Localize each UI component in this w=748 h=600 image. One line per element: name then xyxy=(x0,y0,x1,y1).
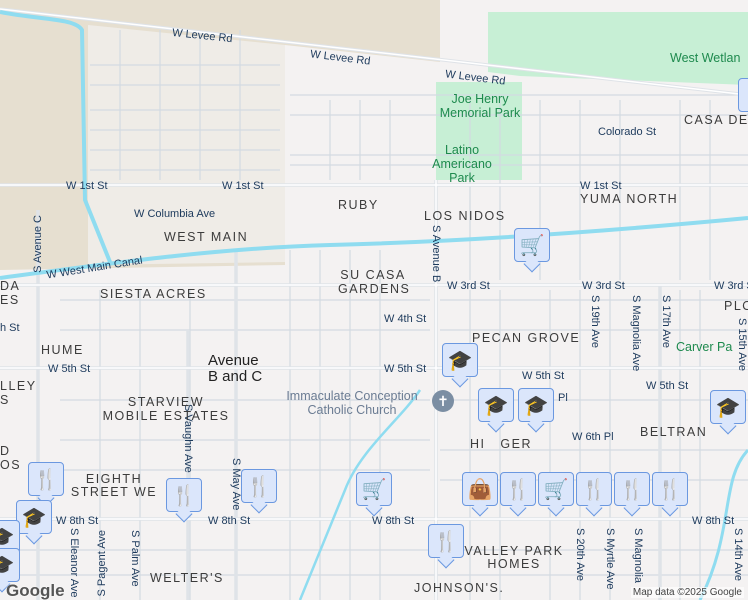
neighborhood-label: OS xyxy=(0,458,22,472)
church-label[interactable]: Immaculate Conception Catholic Church xyxy=(286,389,418,417)
restaurant-icon[interactable]: 🍴 xyxy=(500,472,536,506)
church-cross-icon[interactable]: ✝ xyxy=(432,390,454,412)
neighborhood-label: PLO xyxy=(724,299,748,313)
street-label: W 1st St xyxy=(580,180,622,192)
street-label: W 1st St xyxy=(222,180,264,192)
street-label: W 5th St xyxy=(48,363,91,375)
neighborhood-label: HI GER xyxy=(470,437,533,451)
street-label: W 8th St xyxy=(692,515,735,527)
shopping-cart-icon[interactable]: 🛒 xyxy=(514,228,550,262)
neighborhood-label: RUBY xyxy=(338,198,379,212)
neighborhood-label: S xyxy=(0,393,10,407)
street-label: W 5th St xyxy=(522,370,565,382)
neighborhood-label: LLEY xyxy=(0,379,37,393)
neighborhood-label: D xyxy=(0,444,11,458)
street-label: S Pagent Ave xyxy=(96,530,108,597)
neighborhood-label: YUMA NORTH xyxy=(580,192,679,206)
restaurant-icon[interactable]: 🍴 xyxy=(576,472,612,506)
neighborhood-label: WELTER'S xyxy=(150,571,224,585)
neighborhood-label: WEST MAIN xyxy=(164,230,249,244)
street-label: h St xyxy=(0,322,20,334)
street-label: W 4th St xyxy=(384,313,427,325)
park-label[interactable]: Latino Americano Park xyxy=(432,143,492,185)
school-icon[interactable]: 🎓 xyxy=(0,520,20,554)
street-label: W 3rd St xyxy=(447,280,490,292)
school-icon[interactable]: 🎓 xyxy=(478,388,514,422)
street-label: W 8th St xyxy=(372,515,415,527)
neighborhood-label: VALLEY PARK HOMES xyxy=(464,544,564,571)
neighborhood-label: LOS NIDOS xyxy=(424,209,506,223)
street-label: W 8th St xyxy=(56,515,99,527)
street-label: S Palm Ave xyxy=(129,530,141,587)
shopping-cart-icon[interactable]: 🛒 xyxy=(356,472,392,506)
google-logo: Google xyxy=(6,581,65,600)
neighborhood-label: HUME xyxy=(41,343,84,357)
street-label: W Columbia Ave xyxy=(134,208,216,220)
neighborhood-label: STARVIEW MOBILE ESTATES xyxy=(102,395,230,423)
street-label: S 14th Ave xyxy=(732,528,744,582)
park-label[interactable]: West Wetlan xyxy=(670,51,741,65)
school-icon[interactable]: 🎓 xyxy=(16,500,52,534)
school-icon[interactable]: 🎓 xyxy=(710,390,746,424)
street-label: W 1st St xyxy=(66,180,108,192)
neighborhood-label: SIESTA ACRES xyxy=(100,287,207,301)
park-label[interactable]: Carver Pa xyxy=(676,340,733,354)
restaurant-icon[interactable]: 🍴 xyxy=(614,472,650,506)
street-label: S 19th Ave xyxy=(589,295,601,349)
shopping-cart-icon[interactable]: 🛒 xyxy=(538,472,574,506)
neighborhood-label: BELTRAN xyxy=(640,425,708,439)
restaurant-icon[interactable]: 🍴 xyxy=(28,462,64,496)
street-label: S Magnolia xyxy=(632,528,644,584)
street-label: S May Ave xyxy=(230,458,242,511)
neighborhood-label: JOHNSON'S. xyxy=(414,581,505,595)
restaurant-icon[interactable]: 🍴 xyxy=(652,472,688,506)
street-label: S 20th Ave xyxy=(574,528,586,582)
canal xyxy=(0,10,748,600)
restaurant-icon[interactable]: 🍴 xyxy=(738,78,748,112)
street-label: W 5th St xyxy=(384,363,427,375)
street-label: W 3rd St xyxy=(714,280,748,292)
street-label: S Vaughn Ave xyxy=(182,404,194,473)
park-label[interactable]: Joe Henry Memorial Park xyxy=(439,92,521,120)
restaurant-icon[interactable]: 🍴 xyxy=(166,478,202,512)
street-label: Colorado St xyxy=(598,126,657,138)
street-label: S 15th Ave xyxy=(736,318,748,372)
street-label: W 5th St xyxy=(646,380,689,392)
shopping-bag-icon[interactable]: 👜 xyxy=(462,472,498,506)
map-attribution[interactable]: Map data ©2025 Google xyxy=(630,587,744,598)
neighborhood-label: PECAN GROVE xyxy=(472,331,581,345)
restaurant-icon[interactable]: 🍴 xyxy=(428,524,464,558)
school-icon[interactable]: 🎓 xyxy=(0,548,20,582)
street-label: S Myrtle Ave xyxy=(604,528,616,590)
neighborhood-label: EIGHTH STREET WE xyxy=(70,472,158,499)
street-label: W 6th Pl xyxy=(572,431,614,443)
park-area xyxy=(488,12,748,85)
street-label: Pl xyxy=(558,392,568,404)
neighborhood-label: ES xyxy=(0,293,20,307)
street-label: S Magnolia Ave xyxy=(630,295,642,372)
street-label: S Eleanor Ave xyxy=(68,528,80,598)
street-label: S Avenue C xyxy=(32,215,44,273)
school-icon[interactable]: 🎓 xyxy=(442,343,478,377)
neighborhood-label: SU CASA GARDENS xyxy=(338,268,411,296)
city-label: Avenue B and C xyxy=(208,352,263,385)
neighborhood-label: DA xyxy=(0,279,21,293)
street-label: W 8th St xyxy=(208,515,251,527)
school-icon[interactable]: 🎓 xyxy=(518,388,554,422)
street-label: W 3rd St xyxy=(582,280,625,292)
neighborhood-label: CASA DEL R xyxy=(684,113,748,127)
restaurant-icon[interactable]: 🍴 xyxy=(241,469,277,503)
street-label: S 17th Ave xyxy=(660,295,672,349)
street-label: S Avenue B xyxy=(430,225,442,283)
